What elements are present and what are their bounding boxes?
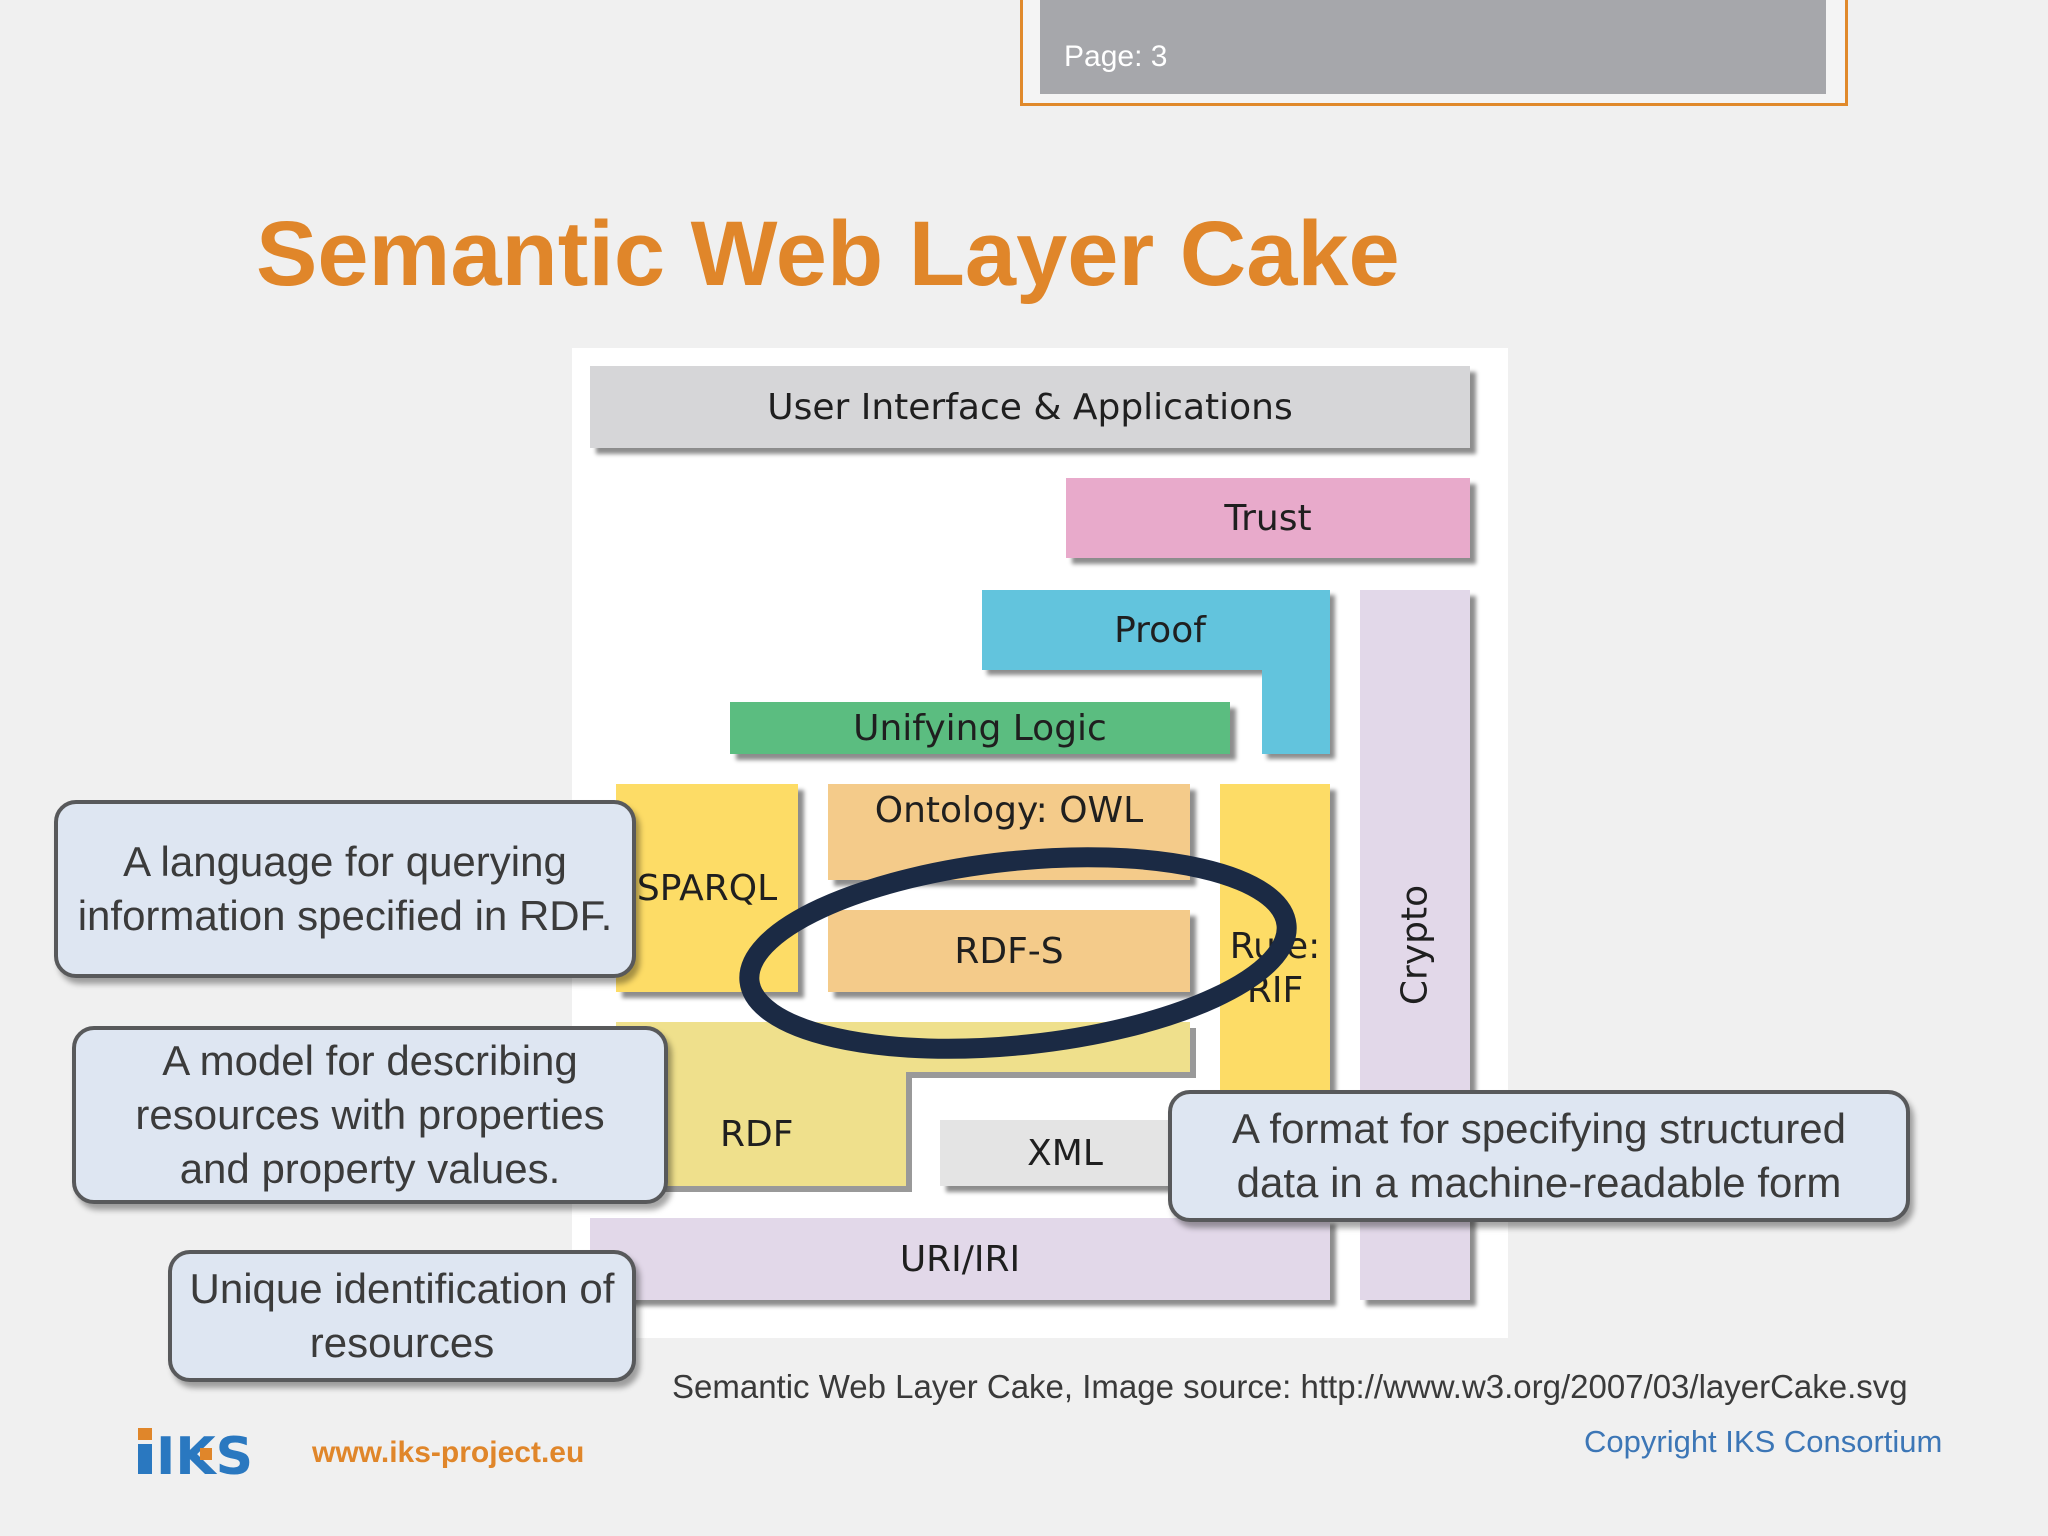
layer-crypto-label: Crypto xyxy=(1394,884,1436,1006)
layer-proof xyxy=(982,590,1330,754)
rdfs-highlight-ellipse xyxy=(739,847,1297,1059)
callout-sparql: A language for querying information spec… xyxy=(54,800,636,978)
layer-proof-label: Proof xyxy=(1114,610,1207,651)
copyright: Copyright IKS Consortium xyxy=(1584,1424,1943,1459)
slide-title: Semantic Web Layer Cake xyxy=(256,203,1400,305)
page-bar xyxy=(1040,0,1826,94)
layer-user-interface: User Interface & Applications xyxy=(590,366,1470,448)
page-number: Page: 3 xyxy=(1064,40,1168,73)
layer-rdfs: RDF-S xyxy=(828,910,1190,992)
layer-uri-iri: URI/IRI xyxy=(590,1218,1330,1300)
layer-trust: Trust xyxy=(1066,478,1470,558)
layer-proof-shape: Proof xyxy=(982,590,1330,754)
image-caption: Semantic Web Layer Cake, Image source: h… xyxy=(672,1368,1908,1405)
layer-xml: XML xyxy=(940,1120,1190,1186)
callout-uri: Unique identification of resources xyxy=(168,1250,636,1382)
layer-unifying-logic: Unifying Logic xyxy=(730,702,1230,754)
callout-rdf: A model for describing resources with pr… xyxy=(72,1026,668,1204)
iks-logo: IKS xyxy=(138,1427,253,1478)
website-link[interactable]: www.iks-project.eu xyxy=(312,1436,585,1469)
callout-xml: A format for specifying structured data … xyxy=(1168,1090,1910,1222)
